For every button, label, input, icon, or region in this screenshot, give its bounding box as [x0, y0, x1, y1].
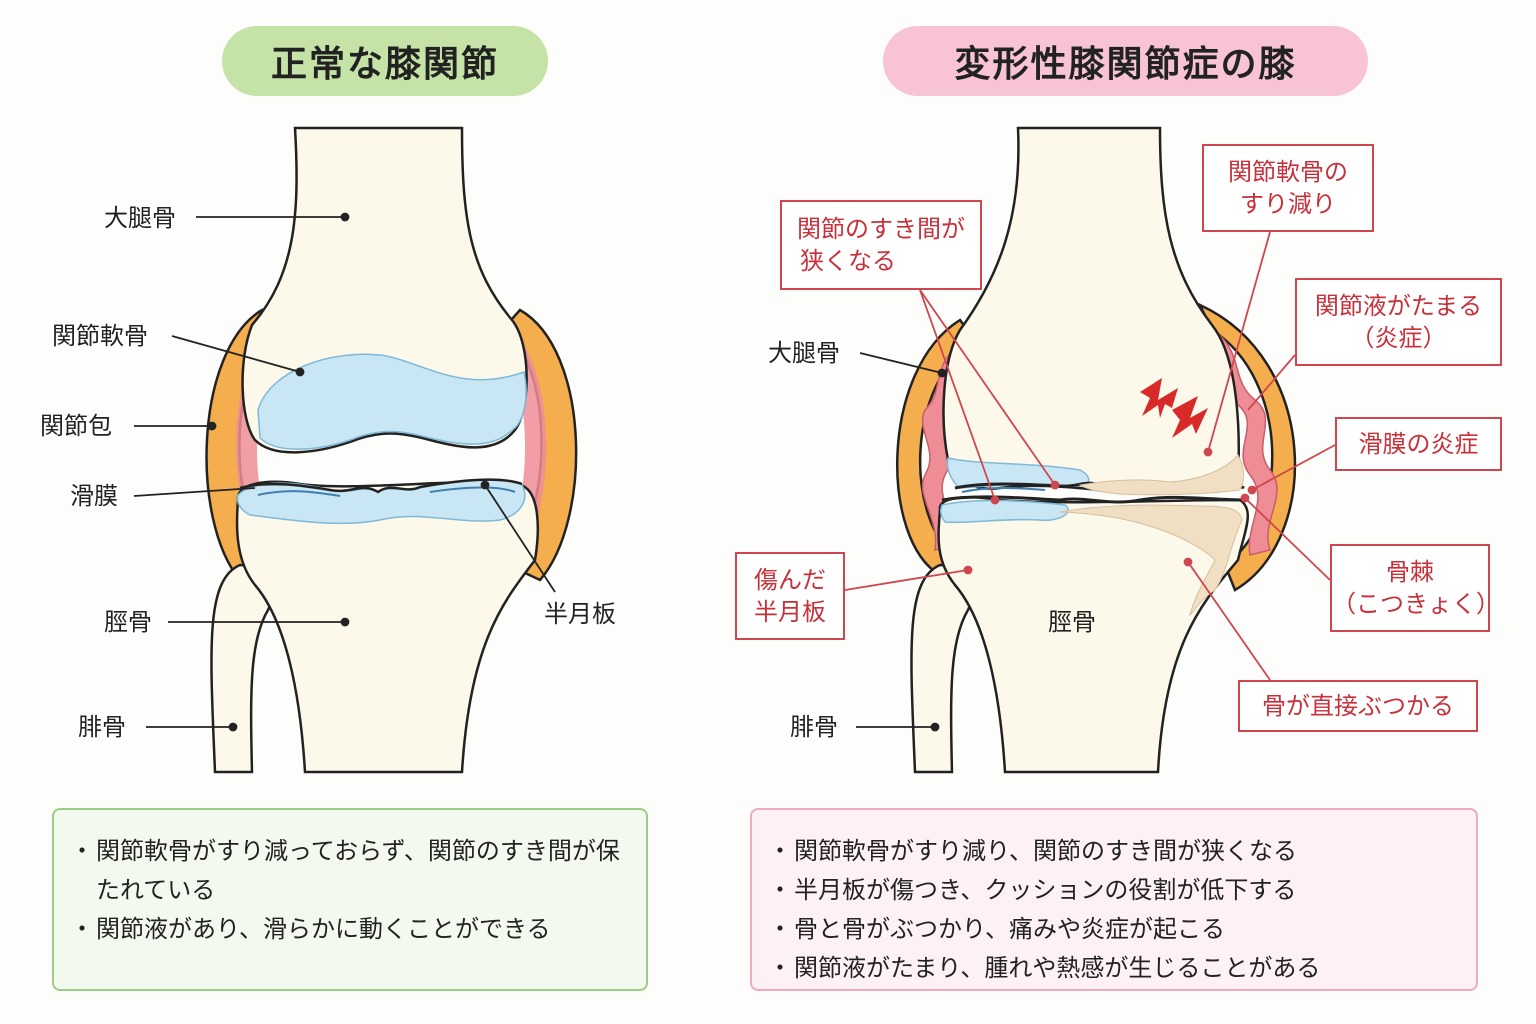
callout-meniscus-damaged: 傷んだ半月板 — [735, 552, 845, 640]
right-black-leaders — [856, 352, 947, 732]
callout-cartilage-worn: 関節軟骨のすり減り — [1202, 144, 1374, 232]
label-femur-left: 大腿骨 — [104, 204, 176, 232]
callout-osteophyte: 骨棘（こつきょく） — [1330, 544, 1500, 632]
left-tibia — [235, 480, 539, 774]
right-osteophyte-tibia — [1059, 504, 1243, 617]
callout-bone-contact: 骨が直接ぶつかる — [1238, 680, 1478, 732]
right-red-leaders — [844, 231, 1336, 681]
label-meniscus-left: 半月板 — [544, 600, 616, 628]
label-tibia-left: 脛骨 — [104, 608, 152, 636]
note-item: 関節液があり、滑らかに動くことができる — [70, 910, 626, 949]
callout-fluid: 関節液がたまる（炎症） — [1295, 278, 1502, 366]
note-item: 関節液がたまり、腫れや熱感が生じることがある — [768, 949, 1456, 988]
label-synovium-left: 滑膜 — [70, 482, 118, 510]
right-femur — [942, 126, 1240, 492]
label-femur-right: 大腿骨 — [768, 339, 840, 367]
pain-lightning-icon-2 — [1172, 396, 1208, 438]
note-item: 半月板が傷つき、クッションの役割が低下する — [768, 871, 1456, 910]
title-normal-knee: 正常な膝関節 — [222, 26, 548, 96]
label-cartilage-left: 関節軟骨 — [52, 322, 148, 350]
note-item: 骨と骨がぶつかり、痛みや炎症が起こる — [768, 910, 1456, 949]
left-femoral-cartilage — [257, 353, 527, 450]
notes-oa-knee: 関節軟骨がすり減り、関節のすき間が狭くなる 半月板が傷つき、クッションの役割が低… — [750, 808, 1478, 991]
callout-synovitis: 滑膜の炎症 — [1335, 417, 1502, 471]
right-osteophyte-femur — [1078, 454, 1244, 496]
label-fibula-right: 腓骨 — [790, 713, 838, 741]
pain-lightning-icon — [1140, 378, 1178, 418]
note-item: 関節軟骨がすり減り、関節のすき間が狭くなる — [768, 832, 1456, 871]
notes-normal-knee: 関節軟骨がすり減っておらず、関節のすき間が保たれている 関節液があり、滑らかに動… — [52, 808, 648, 991]
label-fibula-left: 腓骨 — [78, 713, 126, 741]
right-tibial-cartilage — [940, 499, 1069, 524]
callout-gap-narrow: 関節のすき間が狭くなる — [780, 200, 982, 290]
label-capsule-left: 関節包 — [40, 412, 112, 440]
right-synovium-right — [1203, 328, 1278, 556]
oa-knee-illustration — [844, 126, 1336, 774]
title-oa-knee: 変形性膝関節症の膝 — [883, 26, 1368, 96]
note-item: 関節軟骨がすり減っておらず、関節のすき間が保たれている — [70, 832, 626, 910]
left-leader-lines — [133, 212, 556, 732]
label-tibia-right: 脛骨 — [1048, 608, 1096, 636]
normal-knee-illustration — [133, 126, 578, 774]
